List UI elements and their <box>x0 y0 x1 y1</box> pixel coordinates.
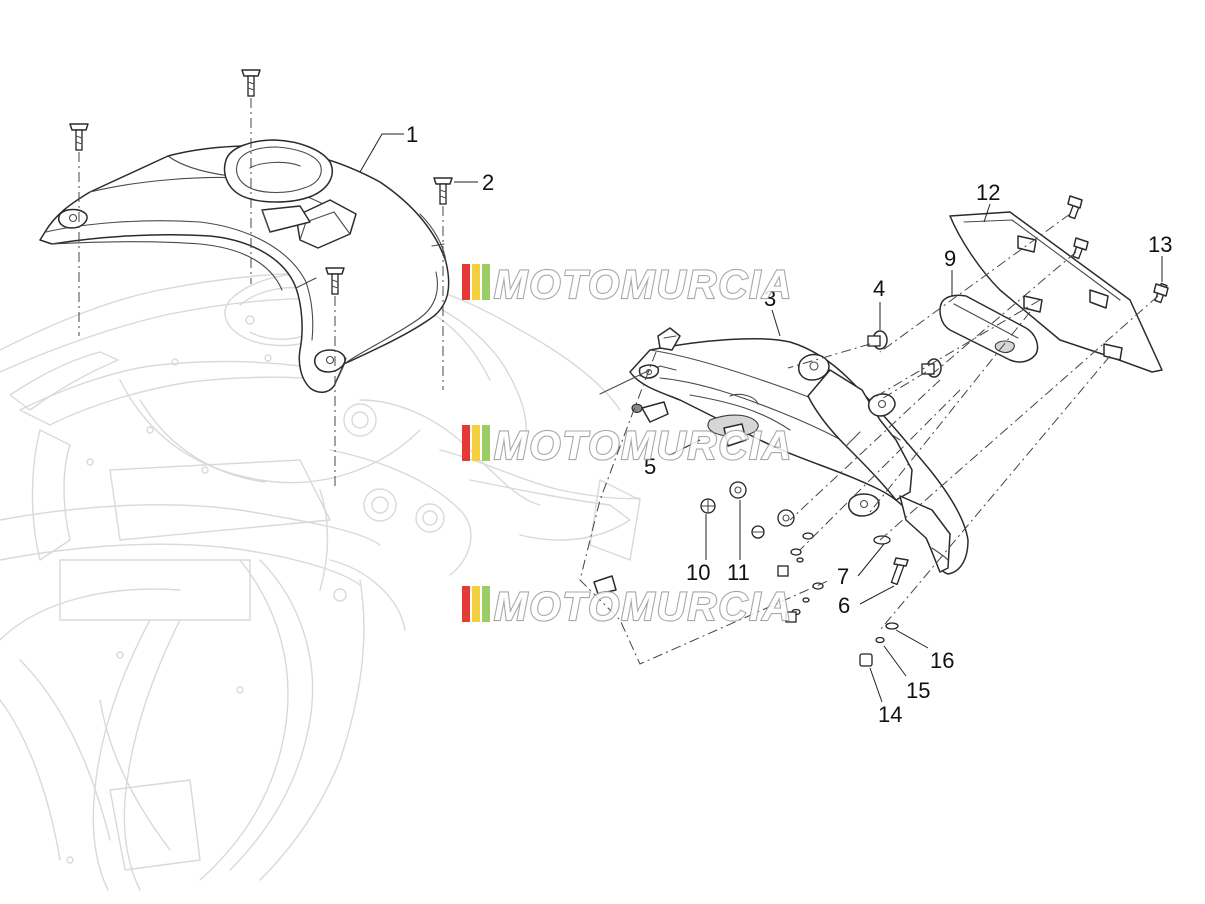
leader-lines <box>359 133 1163 703</box>
watermark-stripe-red <box>462 425 470 461</box>
part-1-rear-carrier <box>39 139 450 393</box>
watermark-stripe-yellow <box>472 425 480 461</box>
watermark-2: MOTOMURCIA <box>462 423 793 469</box>
part-12-plate-bracket <box>949 211 1163 373</box>
callout-5: 5 <box>644 454 656 479</box>
callout-9: 9 <box>944 246 956 271</box>
part-5-clips <box>593 401 747 595</box>
watermark-stripe-red <box>462 586 470 622</box>
callout-6: 6 <box>838 593 850 618</box>
part-4-spacers <box>867 330 942 378</box>
callout-numbers: 1 2 3 4 5 6 7 9 10 11 12 13 14 15 16 <box>406 122 1172 727</box>
watermark-stripe-green <box>482 586 490 622</box>
callout-3: 3 <box>764 286 776 311</box>
callout-12: 12 <box>976 180 1000 205</box>
callout-4: 4 <box>873 276 885 301</box>
watermark-text: MOTOMURCIA <box>494 424 793 468</box>
watermark-stripe-green <box>482 264 490 300</box>
watermark-stripe-yellow <box>472 264 480 300</box>
callout-10: 10 <box>686 560 710 585</box>
watermark-text: MOTOMURCIA <box>494 263 793 307</box>
callout-7: 7 <box>837 564 849 589</box>
watermark-stripe-yellow <box>472 586 480 622</box>
callout-1: 1 <box>406 122 418 147</box>
watermark-1: MOTOMURCIA <box>462 262 793 308</box>
callout-14: 14 <box>878 702 902 727</box>
part-13-bolts <box>1067 195 1169 304</box>
callout-11: 11 <box>727 560 750 585</box>
callout-16: 16 <box>930 648 954 673</box>
watermark-stripe-green <box>482 425 490 461</box>
carrier-alignment-lines <box>78 98 444 486</box>
part-2-screws <box>69 69 453 295</box>
callout-15: 15 <box>906 678 930 703</box>
watermark-text: MOTOMURCIA <box>494 585 793 629</box>
watermark-3: MOTOMURCIA <box>462 584 793 630</box>
callout-2: 2 <box>482 170 494 195</box>
part-3-plate-holder <box>599 327 969 575</box>
watermark-stripe-red <box>462 264 470 300</box>
callout-13: 13 <box>1148 232 1172 257</box>
holder-alignment-lines <box>579 213 1159 665</box>
